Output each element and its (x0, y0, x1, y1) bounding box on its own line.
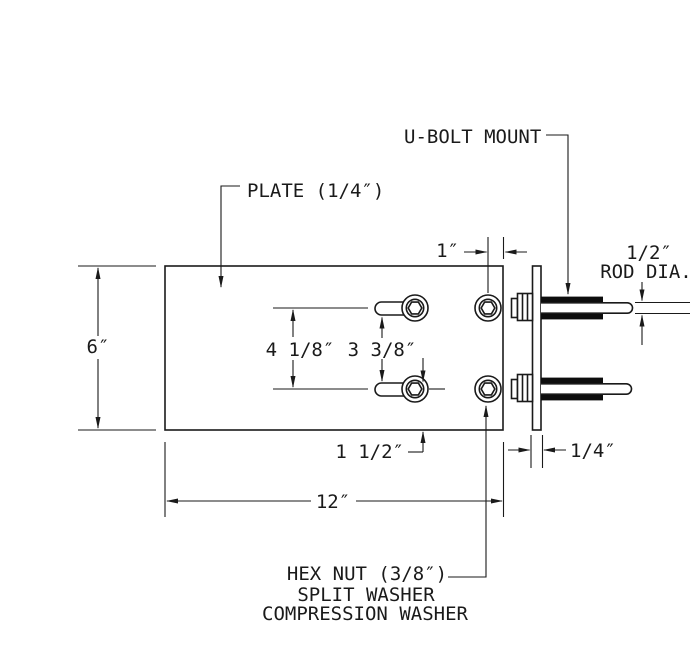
thread-section-lower (541, 313, 603, 320)
hex-head (407, 301, 423, 315)
dim-plate-width: 12″ (164, 442, 505, 517)
rod-outline (541, 383, 633, 395)
u-bolt-rod-top (541, 296, 634, 320)
dim-bracket-thickness: 1/4″ (508, 435, 616, 468)
label-text: HEX NUT (3/8″) (287, 563, 447, 585)
washer-side (510, 378, 519, 400)
dim-text: 4 1/8″ (266, 339, 335, 361)
nut-body (516, 373, 534, 403)
dim-text: 1 1/2″ (335, 441, 404, 463)
nut-body (516, 292, 534, 322)
plate-outline (164, 265, 504, 431)
bracket-plate-side (531, 265, 542, 431)
dim-bolt-to-edge: 1″ (436, 237, 527, 293)
hex-head (480, 382, 496, 396)
label-text: U-BOLT MOUNT (404, 126, 541, 148)
label-text: PLATE (1/4″) (247, 180, 384, 202)
label-u-bolt-mount: U-BOLT MOUNT (404, 126, 571, 295)
hex-nut-side-top (510, 292, 534, 322)
dim-text: ROD DIA. (600, 261, 691, 283)
label-text: COMPRESSION WASHER (262, 603, 468, 625)
dim-plate-height: 6″ (78, 265, 156, 431)
bolt-bottom-right (474, 375, 502, 403)
thread-section-upper (541, 377, 603, 384)
hex-head (480, 301, 496, 315)
washer-side (510, 297, 519, 319)
dim-text: 3 3/8″ (348, 339, 417, 361)
thread-section-upper (541, 296, 603, 303)
leader-line (218, 185, 240, 288)
dim-rod-diameter: 1/2″ ROD DIA. (600, 242, 691, 345)
dim-text: 1″ (436, 240, 459, 262)
label-plate: PLATE (1/4″) (218, 180, 384, 288)
hex-nut-side-bottom (510, 373, 534, 403)
dim-slot-outer-spacing: 4 1/8″ (266, 307, 368, 390)
bolt-bottom-left (401, 375, 429, 403)
bolt-top-right (474, 294, 502, 322)
dim-text: 6″ (87, 336, 110, 358)
dim-text: 12″ (316, 491, 350, 513)
u-bolt-rod-bottom (541, 377, 633, 401)
hex-head (407, 382, 423, 396)
dim-text: 1/2″ (626, 242, 672, 264)
dim-slot-inner-spacing: 3 3/8″ (348, 316, 417, 382)
bolt-top-left (401, 294, 429, 322)
rod-outline (541, 302, 634, 314)
dim-slot-to-bottom-edge: 1 1/2″ (335, 358, 445, 463)
dim-text: 1/4″ (570, 440, 616, 462)
thread-section-lower (541, 394, 603, 401)
leader-line (448, 405, 489, 578)
label-hex-nut-stack: HEX NUT (3/8″) SPLIT WASHER COMPRESSION … (262, 405, 489, 625)
label-text: SPLIT WASHER (297, 584, 435, 606)
leader-line (546, 134, 571, 295)
